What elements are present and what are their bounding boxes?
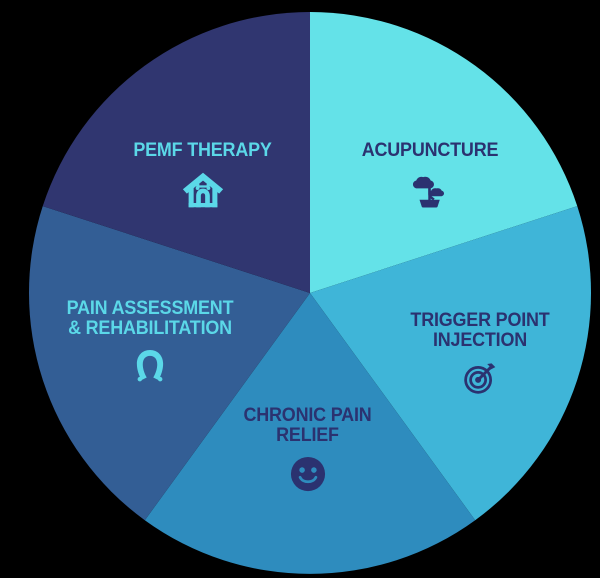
- segment-label-pain-assessment-rehabilitation: PAIN ASSESSMENT & REHABILITATION: [66, 297, 234, 340]
- segment-trigger-point-injection[interactable]: TRIGGER POINT INJECTION: [385, 310, 575, 402]
- segment-acupuncture[interactable]: ACUPUNCTURE: [330, 140, 530, 218]
- pie-slice-pain-assessment-rehabilitation[interactable]: [28, 206, 310, 521]
- segment-label-acupuncture: ACUPUNCTURE: [361, 139, 499, 161]
- segment-pain-assessment-rehabilitation[interactable]: PAIN ASSESSMENT & REHABILITATION: [35, 298, 265, 392]
- segment-label-trigger-point-injection: TRIGGER POINT INJECTION: [410, 309, 550, 352]
- pie-slice-acupuncture[interactable]: [310, 11, 578, 293]
- segment-pemf-therapy[interactable]: PEMF THERAPY: [110, 140, 295, 218]
- segment-chronic-pain-relief[interactable]: CHRONIC PAIN RELIEF: [215, 405, 400, 499]
- horseshoe-icon: [35, 346, 265, 393]
- pie-slice-trigger-point-injection[interactable]: [310, 206, 592, 521]
- pie-slice-chronic-pain-relief[interactable]: [144, 293, 476, 574]
- pie-slice-pemf-therapy[interactable]: [42, 11, 311, 293]
- smiley-face-icon: [215, 453, 400, 500]
- target-dartboard-icon: [385, 358, 575, 403]
- segment-label-pemf-therapy: PEMF THERAPY: [133, 139, 272, 161]
- bonsai-tree-icon: [330, 167, 530, 218]
- segment-label-chronic-pain-relief: CHRONIC PAIN RELIEF: [243, 404, 372, 447]
- dog-house-icon: [110, 167, 295, 218]
